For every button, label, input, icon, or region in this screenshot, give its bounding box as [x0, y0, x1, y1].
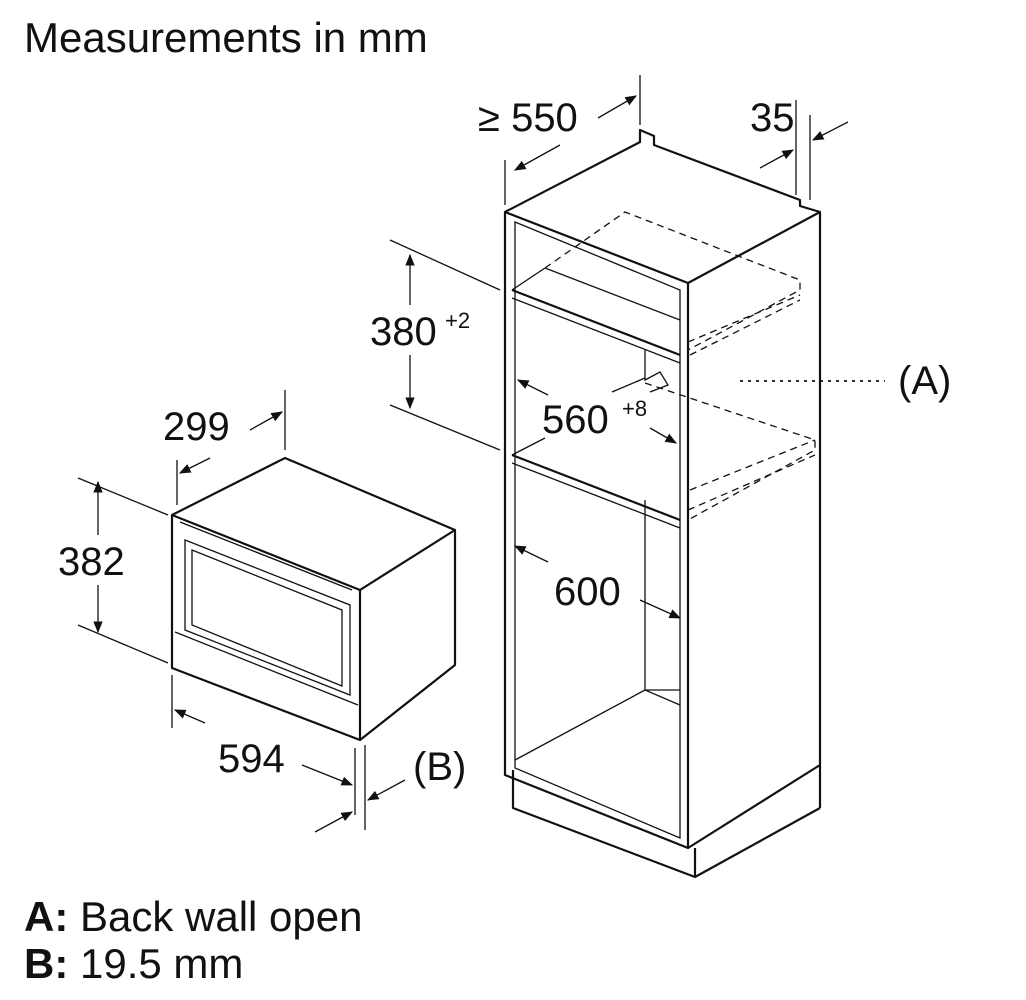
- dim-niche-height: 380 +2: [370, 239, 501, 451]
- appliance-front: [170, 513, 362, 742]
- dim-appliance-height-label: 382: [58, 540, 125, 584]
- dim-niche-height-label: 380: [370, 310, 437, 354]
- dim-niche-depth-label: ≥ 550: [478, 96, 578, 140]
- dim-niche-width-label: 560: [542, 398, 609, 442]
- dim-appliance-width-label: 594: [218, 737, 285, 781]
- dim-appliance-height: 382: [58, 477, 169, 664]
- dim-side-gap-label: 35: [750, 96, 795, 140]
- cabinet-plinth: [511, 770, 697, 879]
- cabinet-front-frame: [503, 210, 690, 850]
- legend-a: A: Back wall open: [24, 893, 363, 941]
- callout-a: (A): [740, 359, 951, 403]
- dim-cabinet-width: 600: [513, 545, 682, 619]
- appliance-door-window: [184, 539, 351, 696]
- tall-cabinet: [503, 128, 822, 879]
- legend-b: B: 19.5 mm: [24, 940, 243, 988]
- legend-b-key: B:: [24, 940, 69, 987]
- callout-a-label: (A): [898, 359, 951, 403]
- dim-niche-width-tolerance: +8: [622, 396, 647, 421]
- callout-b-label: (B): [413, 745, 466, 789]
- callout-b: (B): [314, 745, 466, 833]
- legend-a-key: A:: [24, 893, 69, 940]
- cabinet-right-side: [687, 210, 822, 849]
- dim-niche-depth: ≥ 550: [478, 75, 641, 205]
- dim-side-gap: 35: [750, 96, 849, 200]
- page-title: Measurements in mm: [24, 14, 428, 61]
- cabinet-top: [504, 128, 821, 214]
- legend-b-text: 19.5 mm: [80, 940, 244, 987]
- dim-appliance-width: 594: [171, 675, 356, 815]
- dim-niche-width: 560 +8: [516, 379, 678, 444]
- dim-appliance-depth: 299: [163, 390, 286, 505]
- dim-appliance-depth-label: 299: [163, 405, 230, 449]
- dim-niche-height-tolerance: +2: [445, 308, 470, 333]
- legend-a-text: Back wall open: [80, 893, 363, 940]
- built-in-appliance: [170, 456, 457, 742]
- rear-opening-upper: [544, 211, 801, 351]
- dim-cabinet-width-label: 600: [554, 570, 621, 614]
